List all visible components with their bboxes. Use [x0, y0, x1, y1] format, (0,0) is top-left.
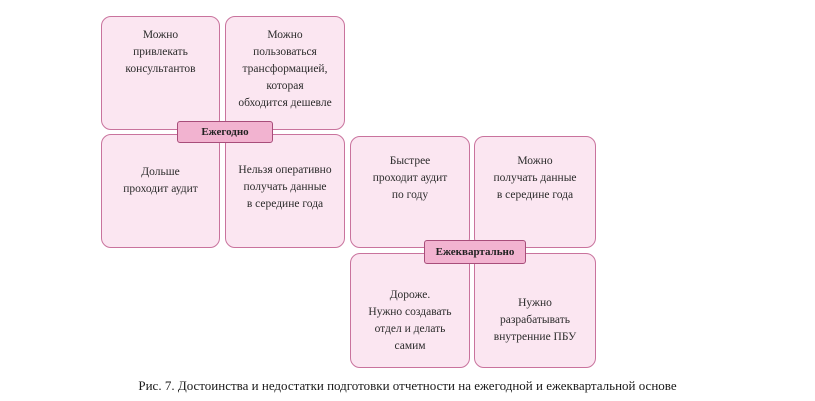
quarterly-con-internal-pbu: Нужно разрабатывать внутренние ПБУ: [474, 253, 596, 368]
quarterly-cell-2-text: Можно получать данные в середине года: [493, 154, 577, 201]
quarterly-cell-1-text: Быстрее проходит аудит по году: [372, 154, 448, 201]
annual-pro-consultants: Можно привлекать консультантов: [101, 16, 220, 130]
quarterly-cell-3-text: Дороже. Нужно создавать отдел и делать с…: [368, 288, 452, 352]
annual-cell-1-text: Можно привлекать консультантов: [125, 29, 196, 75]
quarterly-con-more-expensive: Дороже. Нужно создавать отдел и делать с…: [350, 253, 470, 368]
annual-cell-2-text: Можно пользоваться трансформацией, котор…: [238, 29, 332, 109]
figure-caption: Рис. 7. Достоинства и недостатки подгото…: [138, 378, 677, 393]
quarterly-pro-midyear-data: Можно получать данные в середине года: [474, 136, 596, 248]
annual-label: Ежегодно: [177, 121, 273, 143]
annual-cell-4-text: Нельзя оперативно получать данные в сере…: [238, 163, 332, 210]
annual-con-longer-audit: Дольше проходит аудит: [101, 134, 220, 248]
quarterly-label: Ежеквартально: [424, 240, 526, 264]
annual-con-no-midyear-data: Нельзя оперативно получать данные в сере…: [225, 134, 345, 248]
annual-pro-transformation: Можно пользоваться трансформацией, котор…: [225, 16, 345, 130]
annual-cell-3-text: Дольше проходит аудит: [123, 166, 198, 195]
quarterly-cell-4-text: Нужно разрабатывать внутренние ПБУ: [493, 297, 577, 343]
quarterly-pro-faster-audit: Быстрее проходит аудит по году: [350, 136, 470, 248]
